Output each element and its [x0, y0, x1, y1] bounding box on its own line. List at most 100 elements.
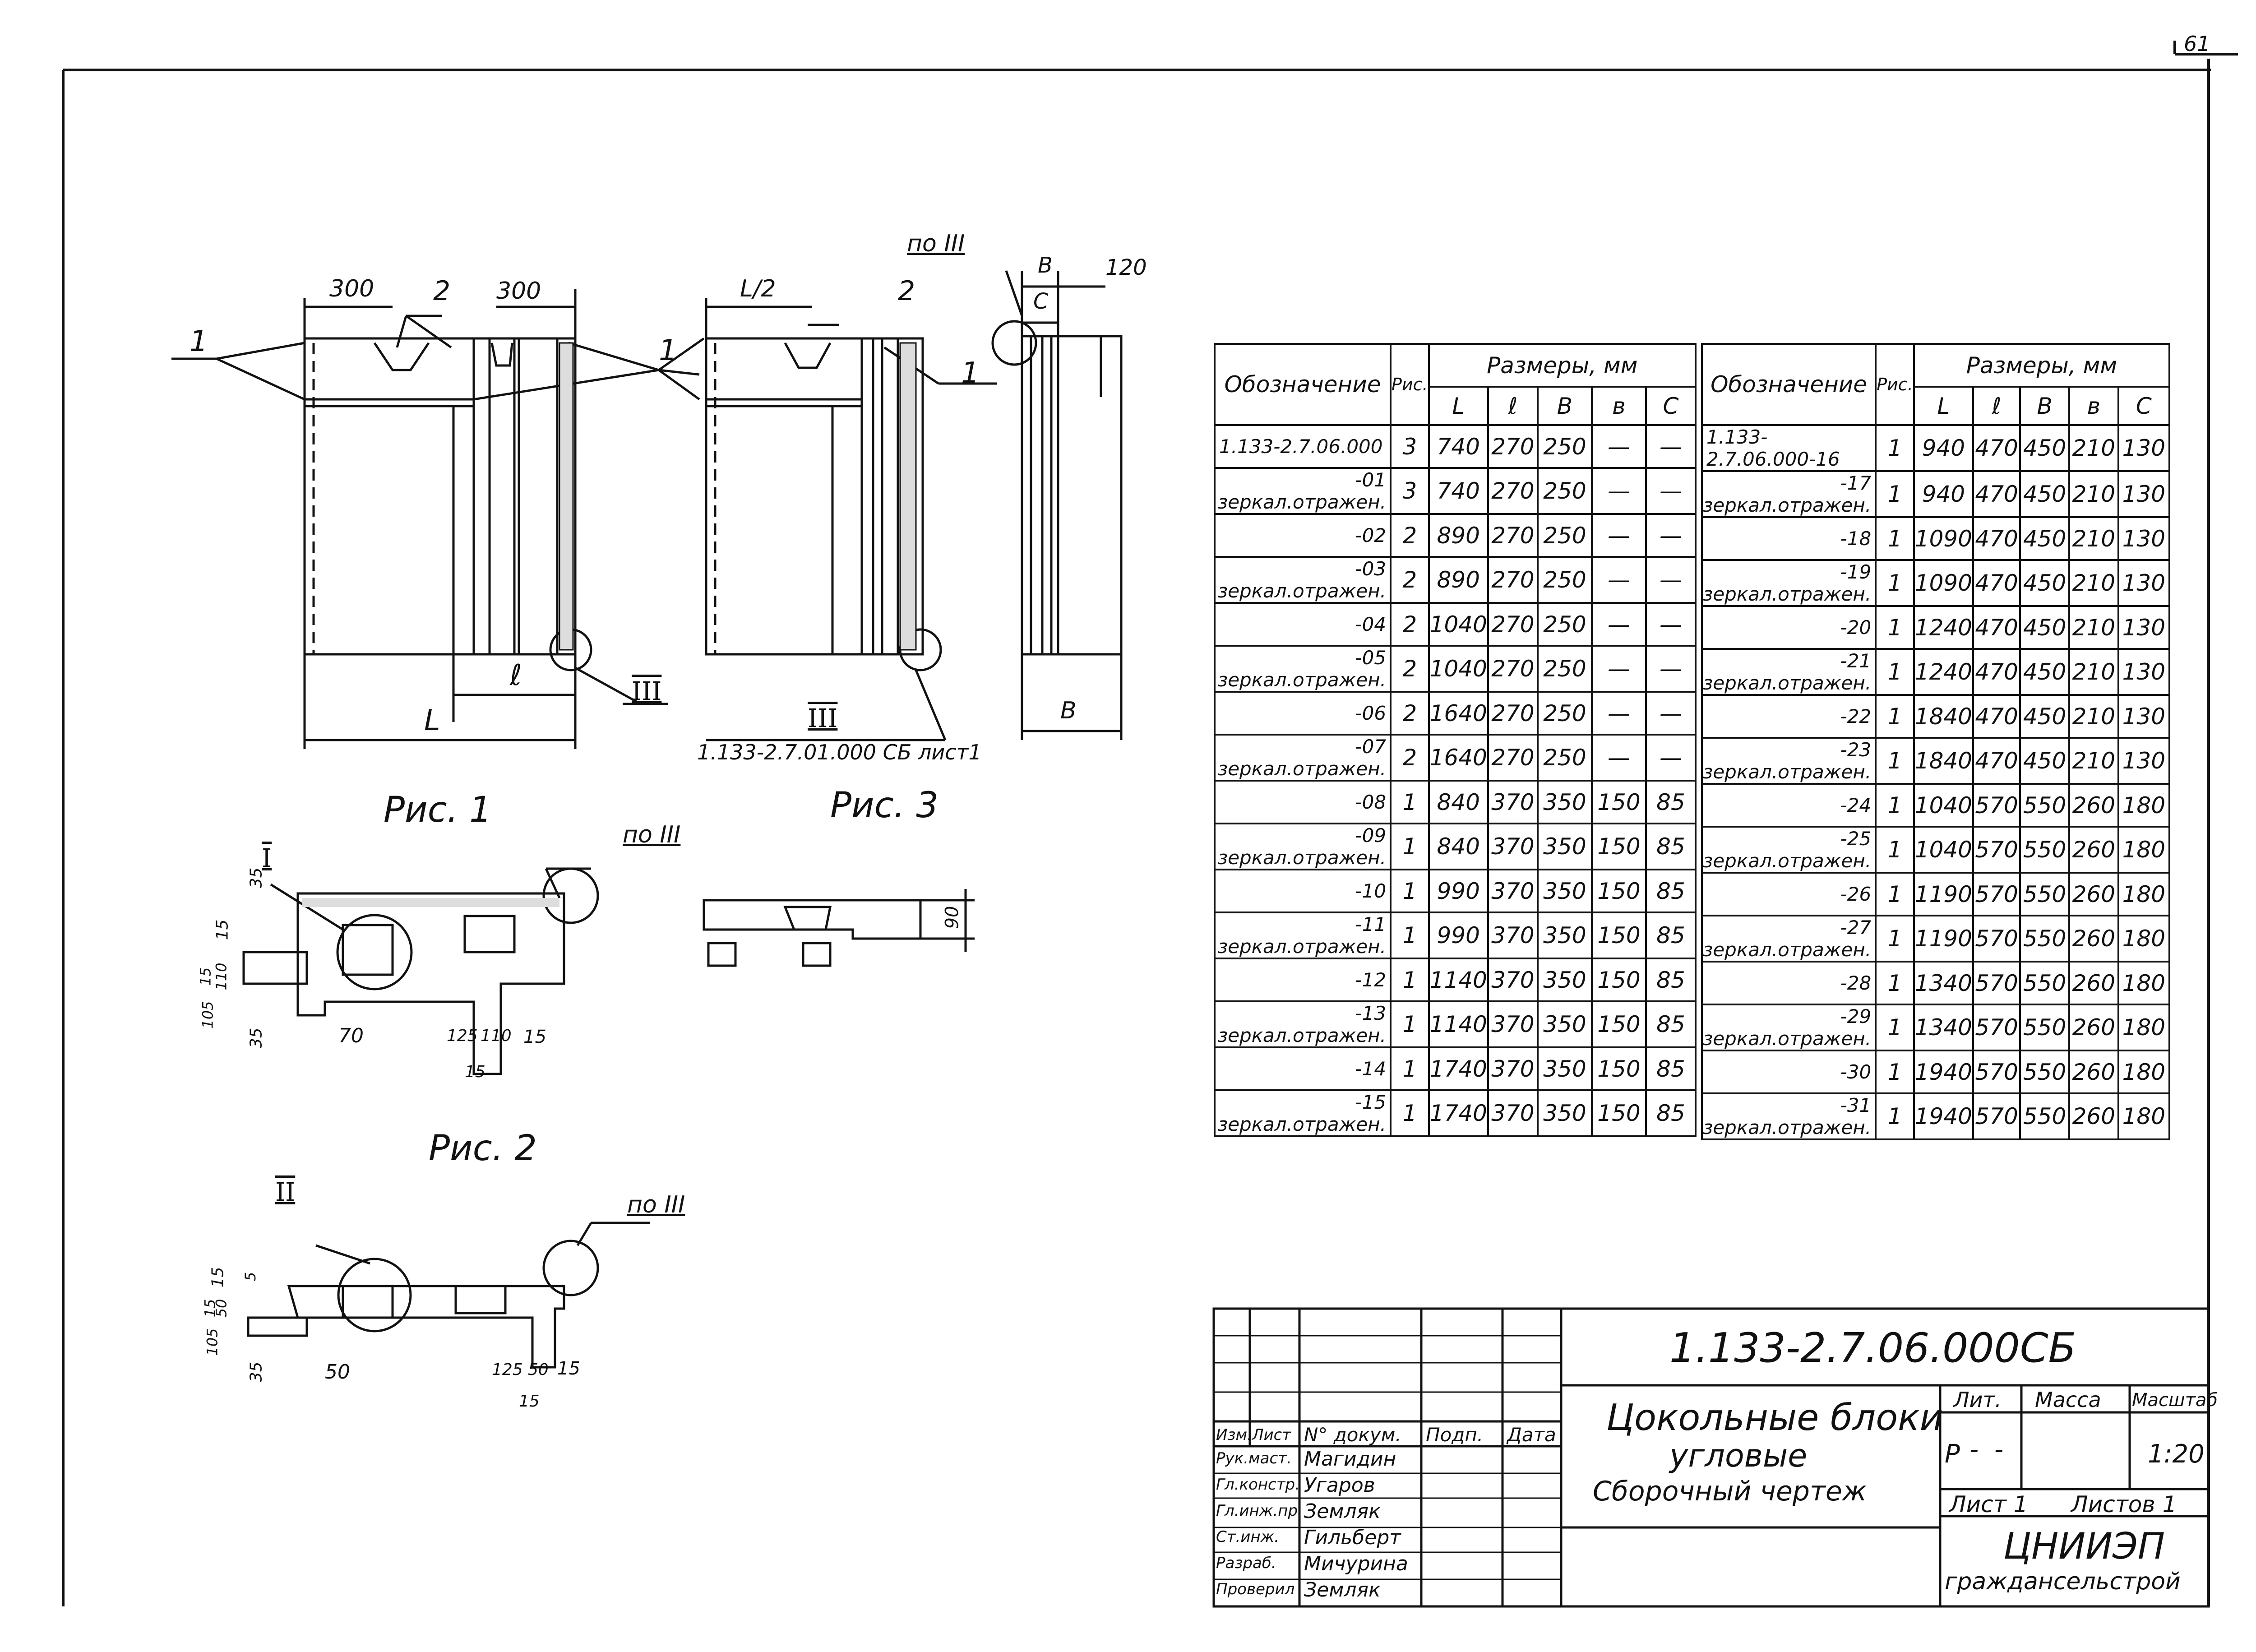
sec1-node: I — [262, 844, 272, 873]
l-cell: 470 — [1972, 470, 2021, 518]
fig3-callout-2: 2 — [898, 275, 915, 307]
designation-cell: -12 — [1213, 958, 1392, 1002]
fig3-callout-1a: 1 — [659, 334, 677, 367]
B-cell: 450 — [2019, 559, 2070, 607]
b-cell: 150 — [1590, 958, 1647, 1002]
fig-cell: 2 — [1390, 734, 1430, 782]
C-cell: 85 — [1645, 958, 1697, 1002]
fig-cell: 2 — [1390, 645, 1430, 693]
col-L-header: L — [1428, 386, 1489, 426]
fig1-callout-l: ℓ — [510, 659, 522, 692]
designation-cell: -06 — [1213, 691, 1392, 736]
fig-cell: 1 — [1390, 1000, 1430, 1048]
b-cell: 260 — [2068, 961, 2119, 1005]
C-cell: 180 — [2117, 1004, 2171, 1051]
fig1-label: Рис. 1 — [384, 790, 492, 830]
sec1-d110: 110 — [213, 963, 230, 990]
L-cell: 740 — [1428, 424, 1489, 469]
l-cell: 370 — [1487, 869, 1539, 913]
title-line2: угловые — [1669, 1437, 1808, 1474]
sec2-d5: 5 — [242, 1272, 259, 1282]
l-cell: 470 — [1972, 737, 2021, 785]
B-cell: 350 — [1536, 780, 1593, 824]
b-cell: — — [1590, 645, 1647, 693]
l-cell: 570 — [1972, 1050, 2021, 1094]
B-cell: 550 — [2019, 783, 2070, 828]
fig-cell: 2 — [1390, 602, 1430, 647]
designation-cell: 1.133-2.7.06.000-16 — [1701, 424, 1877, 472]
sec2-d35: 35 — [247, 1361, 266, 1383]
section3 — [703, 889, 975, 967]
staff-name: Мичурина — [1304, 1552, 1408, 1575]
sec1-d105: 105 — [199, 1001, 217, 1029]
C-cell: 180 — [2117, 826, 2171, 874]
fig-cell: 1 — [1875, 737, 1915, 785]
L-cell: 1190 — [1913, 872, 1974, 916]
l-cell: 270 — [1487, 424, 1539, 469]
fig1-callout-L: L — [424, 704, 440, 737]
L-cell: 1340 — [1913, 1004, 1974, 1051]
col-list: Лист — [1252, 1426, 1291, 1444]
L-cell: 1740 — [1428, 1046, 1489, 1091]
b-cell: 150 — [1590, 780, 1647, 824]
fig-cell: 1 — [1390, 1089, 1430, 1137]
sec2-d50c: 50 — [528, 1360, 549, 1379]
sec2-d50: 50 — [213, 1299, 230, 1318]
b-cell: — — [1590, 424, 1647, 469]
designation-cell: -11 зеркал.отражен. — [1213, 912, 1392, 959]
L-cell: 1240 — [1913, 605, 1974, 650]
l-cell: 370 — [1487, 1000, 1539, 1048]
col-C-header: С — [1645, 386, 1697, 426]
C-cell: 130 — [2117, 694, 2171, 739]
col-date: Дата — [1507, 1424, 1556, 1446]
lit-value: Р — [1945, 1439, 1960, 1469]
B-cell: 550 — [2019, 1050, 2070, 1094]
designation-cell: 1.133-2.7.06.000 — [1213, 424, 1392, 469]
staff-role: Ст.инж. — [1216, 1528, 1280, 1546]
L-cell: 840 — [1428, 780, 1489, 824]
section1-insulation — [302, 898, 559, 907]
col-b-header: в — [1590, 386, 1647, 426]
C-cell: 85 — [1645, 1089, 1697, 1137]
designation-cell: -14 — [1213, 1046, 1392, 1091]
l-cell: 570 — [1972, 961, 2021, 1005]
b-cell: 210 — [2068, 516, 2119, 561]
designation-cell: -25 зеркал.отражен. — [1701, 826, 1877, 874]
staff-name: Земляк — [1304, 1578, 1381, 1601]
B-cell: 350 — [1536, 912, 1593, 959]
sec1-d110b: 110 — [481, 1027, 512, 1045]
fig-cell: 1 — [1875, 915, 1915, 963]
designation-cell: -21 зеркал.отражен. — [1701, 648, 1877, 696]
fig-cell: 3 — [1390, 424, 1430, 469]
C-cell: 130 — [2117, 605, 2171, 650]
B-cell: 450 — [2019, 470, 2070, 518]
b-cell: 210 — [2068, 737, 2119, 785]
sec2-d125: 125 — [492, 1360, 523, 1379]
l-cell: 470 — [1972, 516, 2021, 561]
B-cell: 450 — [2019, 737, 2070, 785]
fig-cell: 1 — [1390, 912, 1430, 959]
designation-cell: -23 зеркал.отражен. — [1701, 737, 1877, 785]
designation-cell: -20 — [1701, 605, 1877, 650]
side-dim-C: С — [1033, 289, 1049, 314]
b-cell: — — [1590, 513, 1647, 558]
scale-value: 1:20 — [2148, 1439, 2205, 1469]
C-cell: — — [1645, 424, 1697, 469]
l-cell: 270 — [1487, 467, 1539, 515]
designation-cell: -02 — [1213, 513, 1392, 558]
C-cell: 130 — [2117, 516, 2171, 561]
col-sign: Подп. — [1426, 1424, 1484, 1446]
l-cell: 370 — [1487, 823, 1539, 870]
designation-cell: -18 — [1701, 516, 1877, 561]
title-line1: Цокольные блоки — [1606, 1397, 1943, 1439]
l-cell: 570 — [1972, 1004, 2021, 1051]
B-cell: 550 — [2019, 1092, 2070, 1140]
C-cell: 180 — [2117, 961, 2171, 1005]
C-cell: 85 — [1645, 912, 1697, 959]
B-cell: 350 — [1536, 869, 1593, 913]
